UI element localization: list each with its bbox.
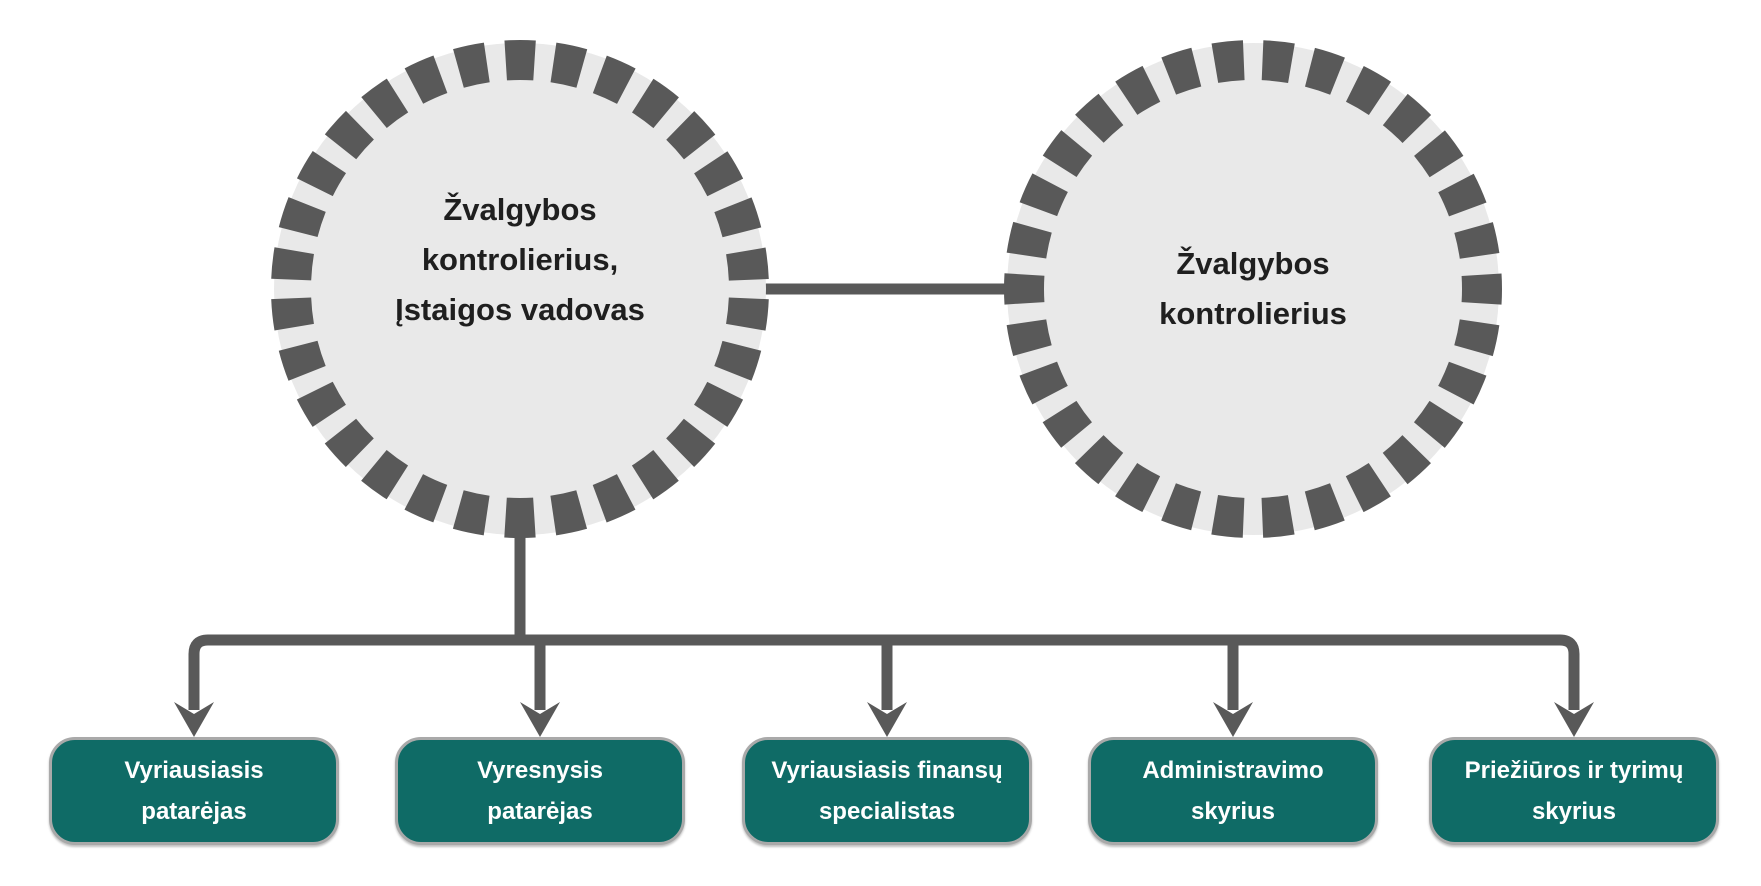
subordinate-box-1: Vyriausiasis patarėjas <box>49 737 339 845</box>
subordinate-box-2-label: Vyresnysis patarėjas <box>477 757 603 825</box>
peer-node-circle <box>1007 43 1499 535</box>
root-node-dashed-ring <box>271 40 769 538</box>
arrowhead-down-icon-3 <box>867 702 907 737</box>
subordinate-box-5-label: Priežiūros ir tyrimų skyrius <box>1464 757 1684 825</box>
subordinate-box-5: Priežiūros ir tyrimų skyrius <box>1429 737 1719 845</box>
subordinate-box-2: Vyresnysis patarėjas <box>395 737 685 845</box>
subordinate-box-3-label: Vyriausiasis finansų specialistas <box>771 757 1003 825</box>
arrowhead-down-icon-1 <box>174 702 214 737</box>
arrowhead-down-icon-5 <box>1554 702 1594 737</box>
subordinate-box-1-label: Vyriausiasis patarėjas <box>124 757 264 825</box>
root-node-circle <box>274 43 766 535</box>
arrowhead-down-icon-4 <box>1213 702 1253 737</box>
subordinate-box-4-label: Administravimo skyrius <box>1142 757 1324 825</box>
peer-node-dashed-ring <box>1004 40 1502 538</box>
subordinate-box-3: Vyriausiasis finansų specialistas <box>742 737 1032 845</box>
subordinate-box-4: Administravimo skyrius <box>1088 737 1378 845</box>
arrowhead-down-icon-2 <box>520 702 560 737</box>
